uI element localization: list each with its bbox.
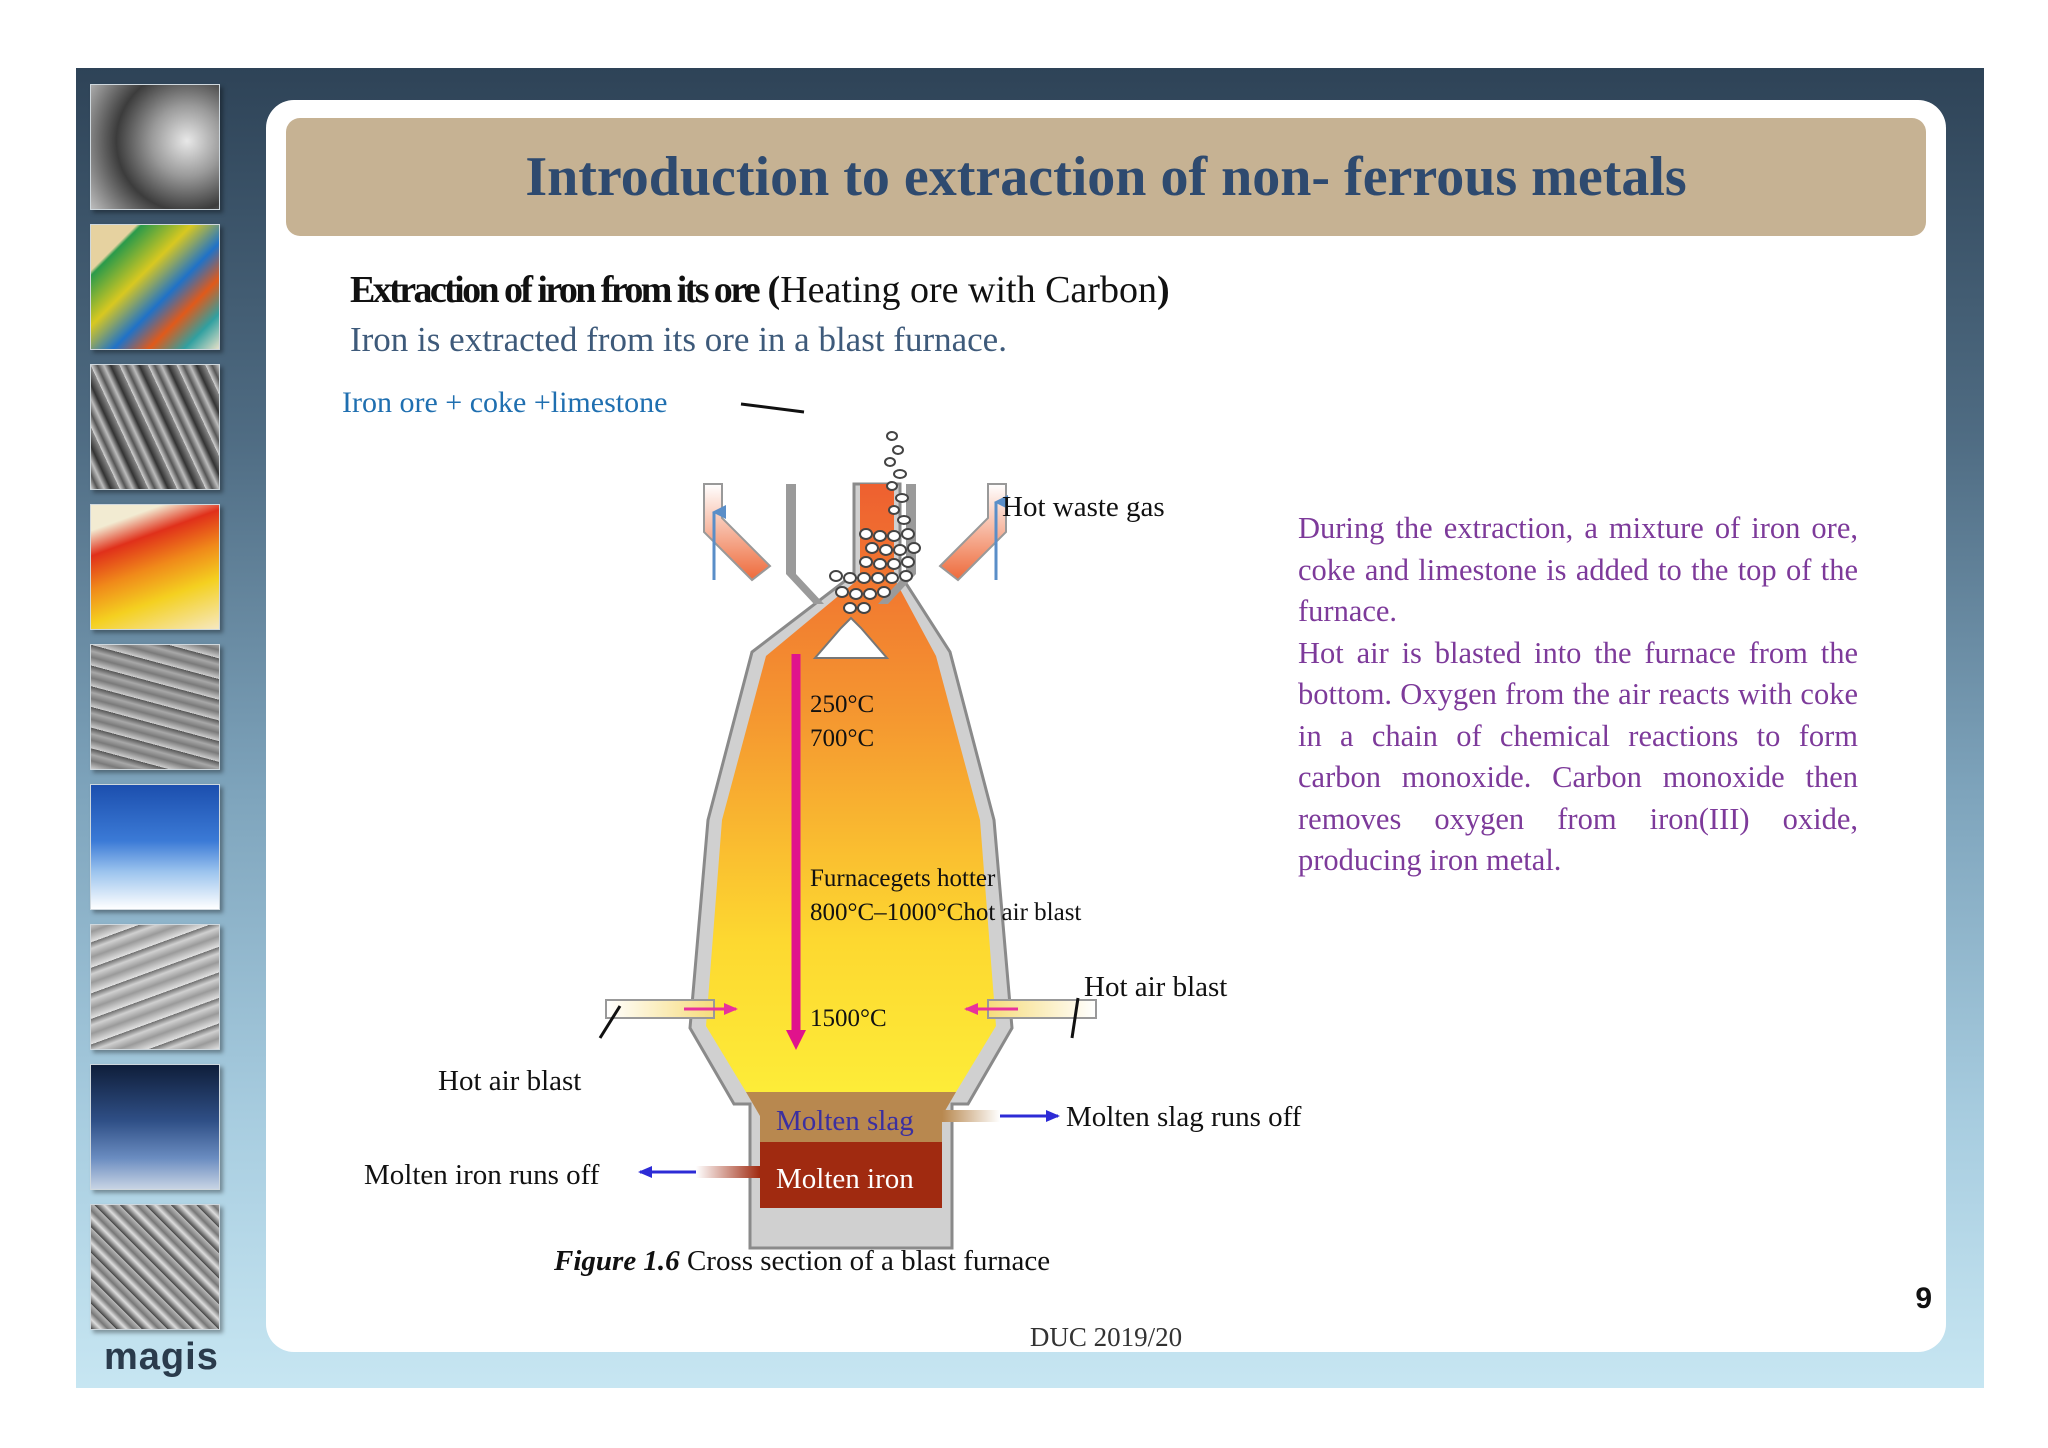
hot-air-right-label: Hot air blast [1084, 971, 1227, 1003]
molten-iron-layer [760, 1142, 942, 1208]
description-paragraph-2: Hot air is blasted into the furnace from… [1298, 635, 1858, 878]
title-bar: Introduction to extraction of non- ferro… [286, 118, 1926, 236]
heading-close-paren: ) [1156, 269, 1170, 311]
temperature-arrow-head [786, 1030, 806, 1050]
slide-background: magis Introduction to extraction of non-… [76, 68, 1984, 1388]
slag-runs-off-label: Molten slag runs off [1066, 1101, 1302, 1133]
air-pointer-left [598, 1005, 622, 1039]
wind-turbine-photo [90, 1064, 220, 1190]
turbine-photo [90, 84, 220, 210]
furnace-interior [706, 484, 996, 1092]
temp-250-label: 250°C [810, 691, 874, 718]
hot-air-left-label: Hot air blast [438, 1065, 581, 1097]
stress-cube [90, 504, 220, 630]
brand-logo: magis [104, 1336, 219, 1378]
iron-runs-off-label: Molten iron runs off [364, 1159, 600, 1191]
section-heading: Extraction of iron from its ore (Heating… [350, 268, 1170, 312]
heading-open-paren: ( [767, 269, 781, 311]
description-text: During the extraction, a mixture of iron… [1298, 508, 1858, 882]
figure-caption: Figure 1.6 Cross section of a blast furn… [553, 1245, 1050, 1277]
waste-gas-label: Hot waste gas [1002, 491, 1165, 523]
fracture-micrograph [90, 924, 220, 1050]
slag-outlet-pipe [942, 1110, 1000, 1122]
flue-pipe-right [938, 483, 1007, 582]
molten-slag-label: Molten slag [776, 1105, 914, 1137]
dendrite-micrograph [90, 644, 220, 770]
molten-iron-label: Molten iron [776, 1163, 914, 1195]
page-title: Introduction to extraction of non- ferro… [525, 146, 1687, 208]
feed-pointer-line [740, 402, 805, 414]
heading-bold: Extraction of iron from its ore [350, 269, 761, 311]
molten-slag-layer [746, 1092, 956, 1142]
airplane-photo [90, 784, 220, 910]
description-paragraph-1: During the extraction, a mixture of iron… [1298, 511, 1858, 628]
heading-note: Heating ore with Carbon [780, 269, 1157, 311]
fiber-micrograph [90, 364, 220, 490]
air-pointer-right [1070, 997, 1080, 1039]
footer-text: DUC 2019/20 [1029, 1322, 1183, 1352]
hopper-bell [812, 616, 890, 659]
hotter-label: Furnacegets hotter [810, 865, 996, 892]
blast-furnace-diagram: Iron ore + coke +limestone Hot waste gas… [342, 386, 1302, 1277]
temp-800-label: 800°C–1000°Chot air blast [810, 899, 1081, 926]
grain-micrograph [90, 1204, 220, 1330]
temp-700-label: 700°C [810, 725, 874, 752]
ore-charge-pebbles [829, 431, 921, 614]
intro-text: Iron is extracted from its ore in a blas… [350, 320, 1007, 359]
figure-number: Figure 1.6 [553, 1245, 680, 1277]
temp-1500-label: 1500°C [810, 1005, 887, 1032]
iron-outlet-pipe [696, 1166, 760, 1178]
simulation-block [90, 224, 220, 350]
throat-wall-left [786, 484, 824, 604]
figure-caption-text: Cross section of a blast furnace [687, 1245, 1050, 1277]
content-panel: Introduction to extraction of non- ferro… [266, 100, 1946, 1352]
feed-label: Iron ore + coke +limestone [342, 386, 667, 419]
page-number: 9 [1915, 1282, 1932, 1315]
